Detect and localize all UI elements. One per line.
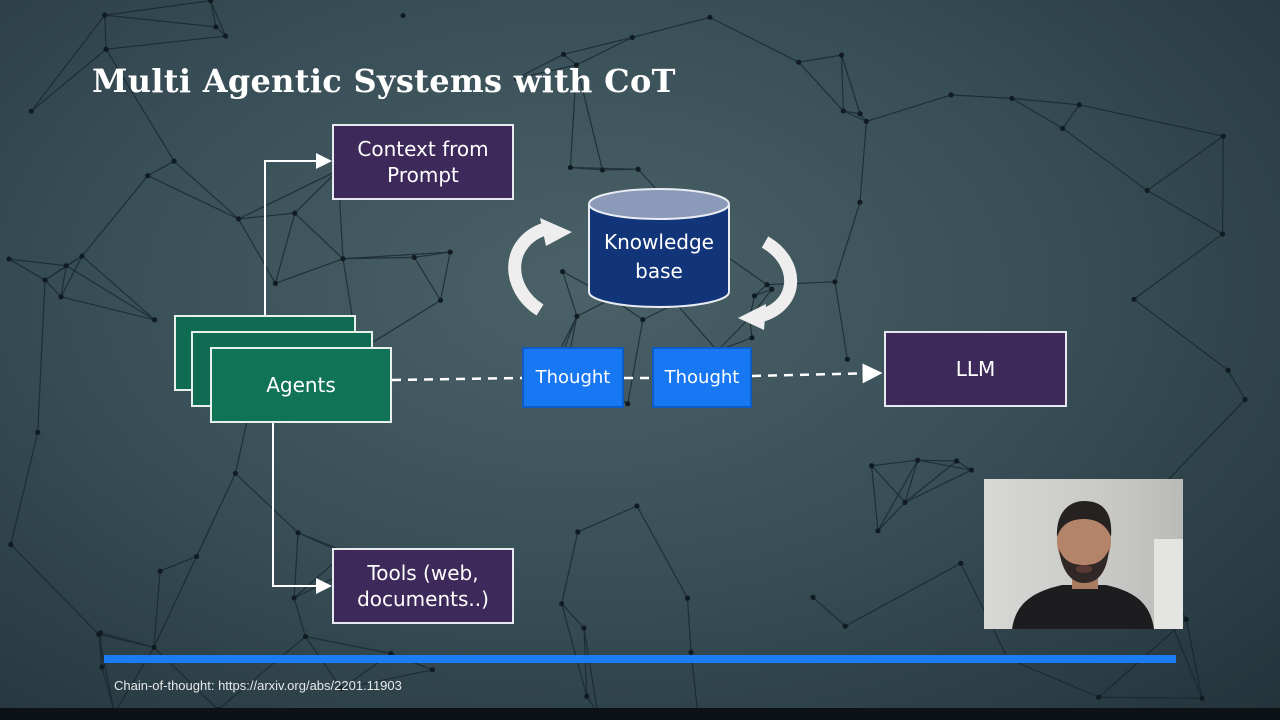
llm-box: LLM	[884, 331, 1067, 407]
bottom-edge-strip	[0, 708, 1280, 720]
curved-arrow-icon	[508, 218, 572, 316]
agents-label: Agents	[266, 373, 336, 397]
thought-box-2: Thought	[652, 347, 752, 408]
agents-box: Agents	[210, 347, 392, 423]
thought-box-1: Thought	[522, 347, 624, 408]
context-from-prompt-label: Context from Prompt	[357, 137, 489, 187]
tools-box: Tools (web, documents..)	[332, 548, 514, 624]
footnote-citation: Chain-of-thought: https://arxiv.org/abs/…	[114, 678, 402, 693]
thought-label-1: Thought	[535, 366, 611, 388]
presenter-webcam-feed	[984, 479, 1183, 629]
accent-bar	[104, 655, 1176, 663]
slide-title: Multi Agentic Systems with CoT	[92, 62, 676, 100]
tools-label: Tools (web, documents..)	[357, 561, 489, 611]
thought-label-2: Thought	[664, 366, 740, 388]
agents-to-tools-connector	[272, 422, 332, 594]
presenter-silhouette	[984, 479, 1183, 629]
context-from-prompt-box: Context from Prompt	[332, 124, 514, 200]
database-cylinder-icon	[588, 188, 730, 308]
llm-label: LLM	[955, 357, 996, 381]
curved-arrow-icon	[738, 236, 798, 330]
agents-to-context-connector	[264, 153, 332, 316]
agents-to-thought-dashed-line	[391, 376, 523, 382]
knowledge-base-label: Knowledge base	[604, 230, 714, 283]
thought-to-llm-dashed-line	[751, 363, 883, 384]
